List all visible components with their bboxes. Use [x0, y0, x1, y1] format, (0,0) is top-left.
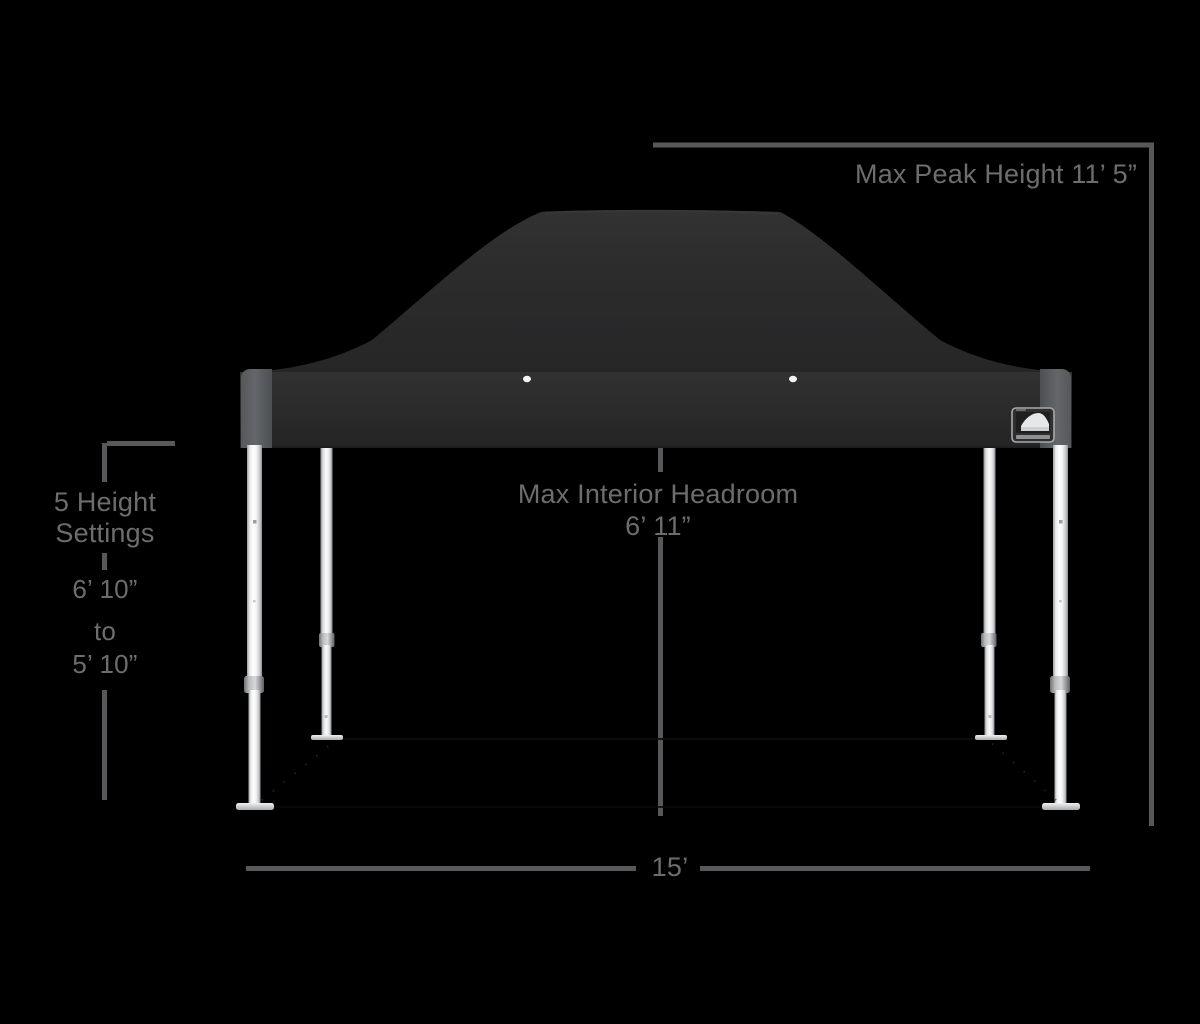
canopy-corner-left	[241, 369, 272, 448]
max-interior-headroom-label: Max Interior Headroom	[517, 479, 799, 509]
canopy	[240, 209, 1072, 448]
height-setting-min-value: 5’ 10”	[72, 649, 138, 679]
leg-rear-left	[311, 440, 343, 740]
max-peak-height-label: Max Peak Height 11’ 5”	[855, 159, 1138, 189]
leg-rear-right	[975, 440, 1007, 740]
dimension-lines	[102, 142, 1154, 871]
height-setting-separator: to	[93, 616, 117, 646]
max-interior-headroom-value: 6’ 11”	[625, 511, 691, 541]
canopy-valance	[240, 372, 1072, 448]
height-settings-label-line-1: 5 Height	[53, 487, 157, 517]
height-settings-label: 5 Height Settings	[20, 487, 190, 549]
height-setting-max-value: 6’ 10”	[72, 574, 138, 604]
height-settings-label-line-2: Settings	[55, 517, 155, 548]
canopy-roof	[240, 210, 1072, 378]
canopy-grommet-left	[523, 375, 531, 383]
height-settings-dimension	[102, 441, 175, 800]
canopy-grommet-right	[789, 375, 797, 383]
front-legs	[236, 445, 1080, 810]
canopy-width-label: 15’	[651, 852, 689, 882]
leg-front-left	[236, 445, 274, 810]
peak-height-dimension	[653, 142, 1154, 826]
leg-front-right	[1042, 445, 1080, 810]
ez-up-logo	[1011, 407, 1055, 443]
rear-legs	[311, 440, 1007, 740]
